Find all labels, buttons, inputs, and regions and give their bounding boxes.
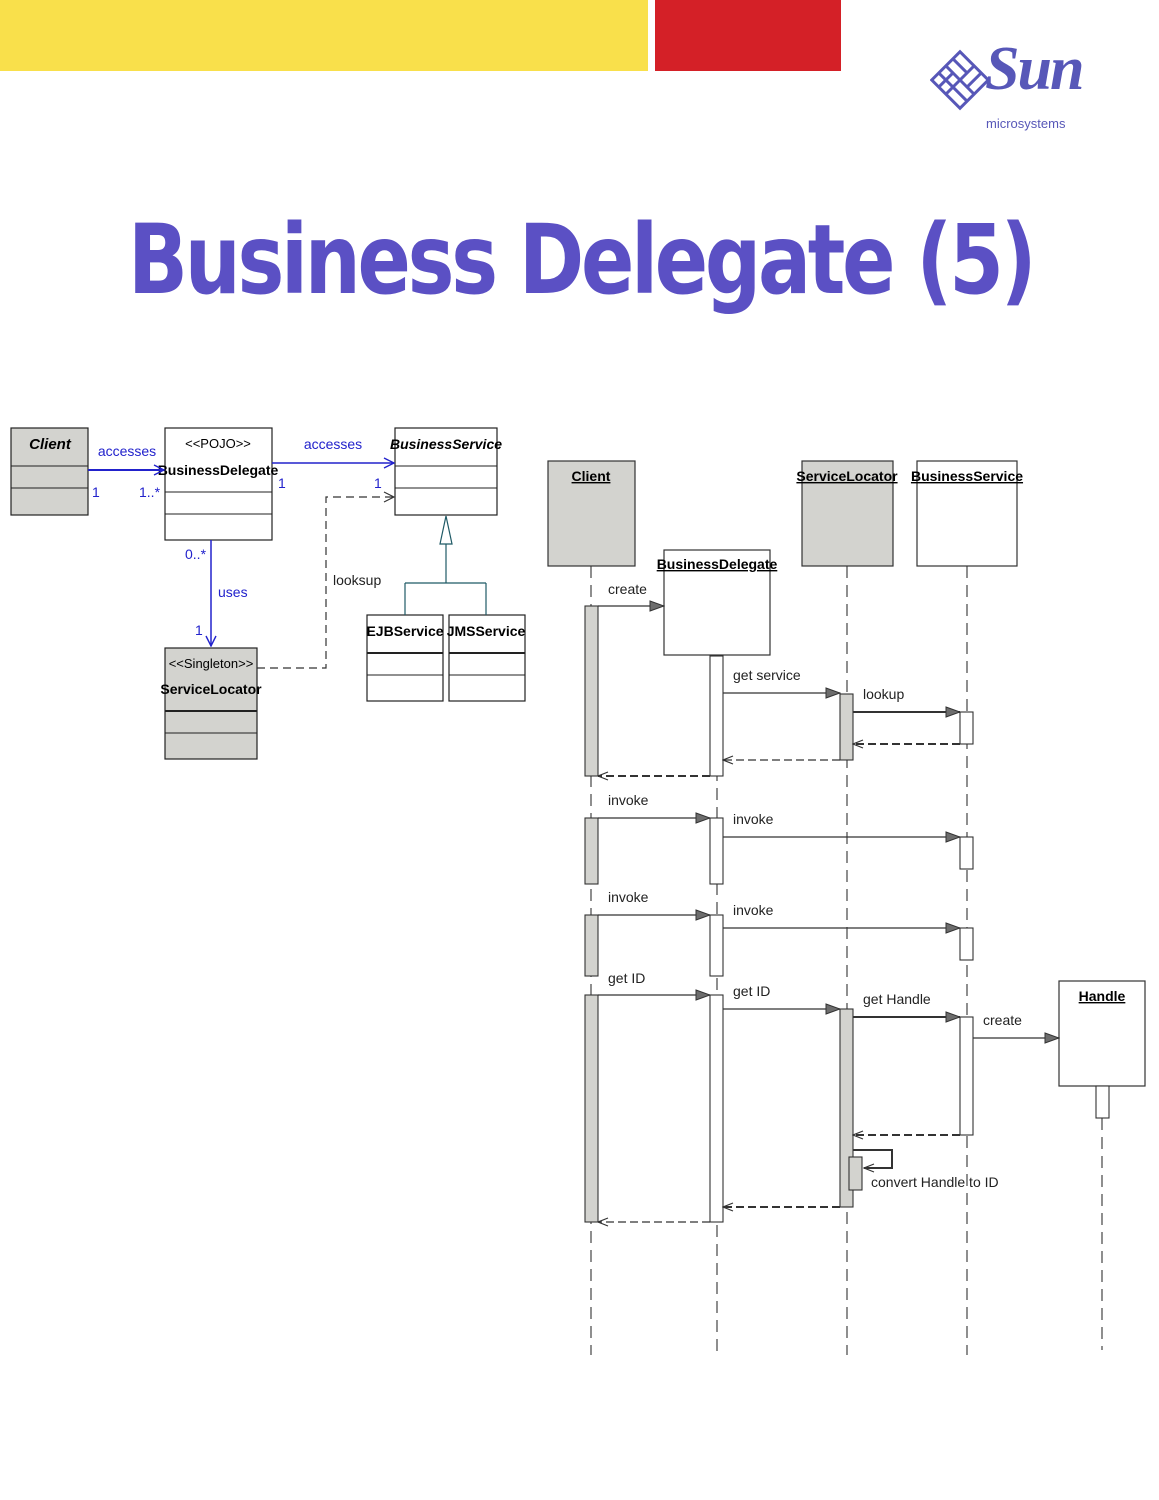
lifeline-business-delegate: BusinessDelegate <box>657 549 778 656</box>
relation-delegate-uses-mult-to: 1 <box>195 622 203 638</box>
lifeline-business-service: BusinessService <box>911 460 1023 567</box>
lifeline-service-locator-name: ServiceLocator <box>796 468 898 484</box>
relation-client-accesses: accesses 1 1..* <box>88 443 164 500</box>
relation-delegate-uses: uses 0..* 1 <box>185 540 248 646</box>
relation-locator-lookup: looksup <box>257 497 394 669</box>
relation-client-accesses-label: accesses <box>98 443 156 459</box>
message-get-id-1-label: get ID <box>608 970 645 986</box>
message-create-label: create <box>608 581 647 597</box>
relation-delegate-mult-from: 1 <box>278 475 286 491</box>
message-labels: create get service lookup invoke invoke … <box>608 581 1022 1190</box>
message-get-service-label: get service <box>733 667 801 683</box>
class-client-name: Client <box>29 436 72 453</box>
activation-bars <box>584 605 1110 1223</box>
lifeline-handle: Handle <box>1058 980 1146 1087</box>
class-service-locator-name: ServiceLocator <box>160 681 262 697</box>
lifeline-business-delegate-name: BusinessDelegate <box>657 556 778 572</box>
message-invoke-4-label: invoke <box>733 902 774 918</box>
class-business-delegate: <<POJO>> BusinessDelegate <box>158 427 279 541</box>
relation-generalization <box>404 515 487 615</box>
relation-delegate-uses-label: uses <box>218 584 248 600</box>
lifeline-service-locator: ServiceLocator <box>796 460 898 567</box>
sun-logo: Sun microsystems <box>930 35 1084 138</box>
relation-delegate-uses-mult-from: 0..* <box>185 546 207 562</box>
relation-locator-lookup-label: looksup <box>333 572 381 588</box>
relation-delegate-accesses-label: accesses <box>304 436 362 452</box>
sun-logo-mark-icon <box>930 49 990 111</box>
relation-delegate-mult-to: 1 <box>374 475 382 491</box>
lifeline-business-service-name: BusinessService <box>911 468 1023 484</box>
lifeline-lines <box>590 566 1103 1355</box>
message-create-handle-label: create <box>983 1012 1022 1028</box>
call-arrows <box>598 606 1059 1168</box>
class-client: Client <box>10 427 89 516</box>
relation-delegate-accesses: accesses 1 1 <box>272 436 394 491</box>
return-arrows <box>598 744 960 1222</box>
slide-title: Business Delegate (5) <box>128 204 1037 316</box>
class-jms-service: JMSService <box>447 614 526 702</box>
message-get-id-2-label: get ID <box>733 983 770 999</box>
message-get-handle-label: get Handle <box>863 991 931 1007</box>
class-business-service-name: BusinessService <box>390 436 502 452</box>
class-ejb-service-name: EJBService <box>366 623 443 639</box>
class-business-delegate-name: BusinessDelegate <box>158 462 279 478</box>
lifeline-handle-name: Handle <box>1079 988 1126 1004</box>
lifeline-client-name: Client <box>572 468 611 484</box>
logo-subtitle: microsystems <box>986 116 1066 131</box>
sequence-diagram: Client BusinessDelegate ServiceLocator B… <box>547 460 1146 1355</box>
yellow-header-bar <box>0 0 648 71</box>
relation-client-mult-to: 1..* <box>139 484 161 500</box>
class-service-locator: <<Singleton>> ServiceLocator <box>160 647 262 760</box>
logo-word: Sun <box>985 35 1084 103</box>
class-diagram: Client <<POJO>> BusinessDelegate Busines… <box>10 427 526 760</box>
class-ejb-service: EJBService <box>366 614 444 702</box>
lifeline-client: Client <box>547 460 636 567</box>
relation-client-mult-from: 1 <box>92 484 100 500</box>
message-invoke-1-label: invoke <box>608 792 649 808</box>
red-header-bar <box>655 0 841 71</box>
message-invoke-3-label: invoke <box>608 889 649 905</box>
message-convert-label: convert Handle to ID <box>871 1174 999 1190</box>
class-business-service: BusinessService <box>390 427 502 516</box>
class-jms-service-name: JMSService <box>447 623 526 639</box>
message-invoke-2-label: invoke <box>733 811 774 827</box>
message-lookup-label: lookup <box>863 686 904 702</box>
class-business-delegate-stereotype: <<POJO>> <box>185 436 251 451</box>
class-service-locator-stereotype: <<Singleton>> <box>169 656 254 671</box>
